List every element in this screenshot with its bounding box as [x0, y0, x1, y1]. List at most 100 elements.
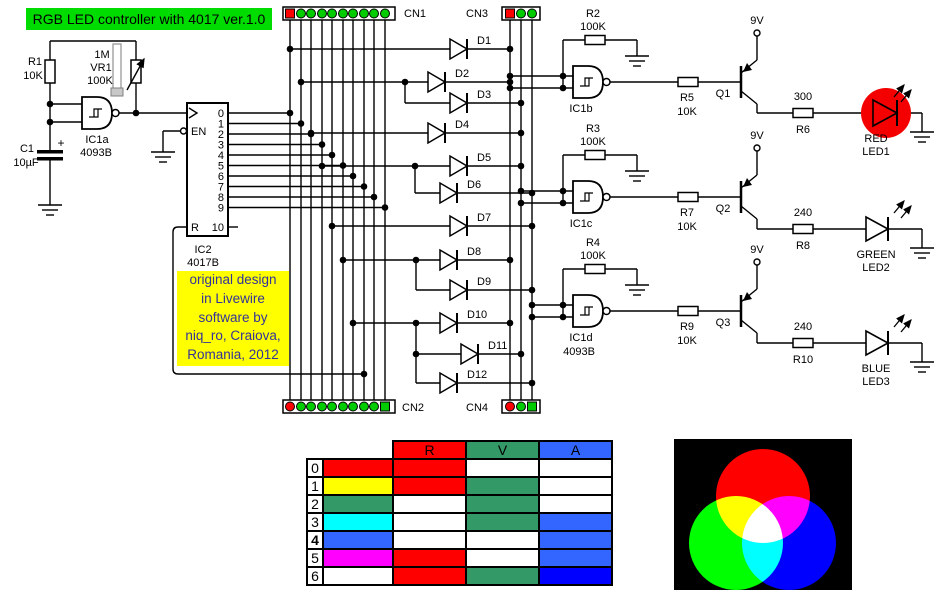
connector-pin-green-circle [369, 401, 379, 412]
label-counter-outputs-9: 9 [218, 203, 224, 215]
diode-symbol-D6 [439, 181, 459, 205]
resistor-body [130, 59, 142, 84]
channel-state-cell [465, 494, 540, 514]
connector-pin-green-circle [338, 8, 348, 19]
label-counter-pin_en: EN [191, 126, 206, 138]
vr1-wiper-arrow [126, 57, 145, 91]
label-diodes-8: D9 [477, 276, 491, 288]
label-connectors-cn4: CN4 [466, 402, 488, 414]
junction-dot [349, 319, 357, 327]
channel-state-cell [465, 512, 540, 532]
label-channels-1-base_resistor-value: 10K [677, 221, 697, 233]
channel-state-cell [538, 458, 613, 478]
capacitor-plate [37, 157, 63, 161]
pnp-arrow [743, 292, 752, 301]
channel-state-cell [465, 458, 540, 478]
diode-symbol-D7 [449, 214, 469, 238]
junction-dot [506, 78, 514, 86]
connector-pin-green-circle [369, 8, 379, 19]
schematic-title: RGB LED controller with 4017 ver.1.0 [26, 8, 272, 30]
supply-terminal [753, 258, 761, 266]
connector-pin-green-circle [359, 8, 369, 19]
label-oscillator-c1-value: 10µF [13, 157, 39, 169]
label-oscillator-vr1-value: 100K [87, 75, 113, 87]
label-oscillator-r1-value: 10K [23, 70, 43, 82]
label-oscillator-vr1-name: VR1 [90, 62, 111, 74]
label-channels-2-base_resistor-value: 10K [677, 335, 697, 347]
label-channels-0-led_color: RED [864, 133, 887, 145]
label-channels-2-base_resistor-name: R9 [680, 321, 694, 333]
label-channels-0-transistor: Q1 [716, 88, 731, 100]
schmitt-trigger-icon [580, 306, 593, 316]
label-diodes-1: D2 [455, 68, 469, 80]
channel-state-cell [538, 548, 613, 568]
connector-pin-red-circle [505, 401, 515, 412]
label-counter-part: 4017B [187, 257, 219, 269]
label-9v: 9V [750, 244, 764, 256]
label-counter-outputs-4: 4 [218, 150, 224, 162]
supply-terminal [753, 29, 761, 37]
label-channels-2-feedback-value: 100K [580, 250, 606, 262]
channel-state-cell [392, 494, 467, 514]
channel-state-cell [538, 494, 613, 514]
note-line: original design [189, 272, 277, 287]
label-diodes-9: D10 [467, 309, 487, 321]
label-counter-outputs-3: 3 [218, 140, 224, 152]
label-channels-2-gate_part: 4093B [563, 346, 595, 358]
junction-dot [506, 84, 514, 92]
gate-IC1d [572, 294, 604, 328]
channel-state-cell [392, 548, 467, 568]
label-channels-1-feedback-name: R3 [586, 123, 600, 135]
supply-terminal [753, 144, 761, 152]
result-color-swatch [322, 512, 394, 532]
enable-bubble [179, 127, 188, 135]
gate-IC1c [572, 180, 604, 214]
label-diodes-0: D1 [477, 35, 491, 47]
label-channels-2-led_resistor-name: R10 [793, 354, 813, 366]
label-diodes-4: D5 [477, 152, 491, 164]
channel-state-cell [538, 476, 613, 496]
diode-symbol-D5 [449, 154, 469, 178]
pnp-arrow [743, 63, 752, 72]
channel-state-cell [538, 566, 613, 586]
connector-pin-green-circle [317, 401, 327, 412]
connector-pin-green-circle [338, 401, 348, 412]
column-header-R: R [392, 440, 467, 460]
label-channels-0-feedback-name: R2 [586, 8, 600, 20]
diode-symbol-D1 [449, 37, 469, 61]
light-emission-arrow [893, 84, 905, 98]
junction-dot [517, 129, 525, 137]
diode-symbol-D9 [449, 278, 469, 302]
label-channels-1-led_name: LED2 [862, 262, 890, 274]
note-line: in Livewire [201, 290, 265, 306]
label-channels-2-gate: IC1d [569, 332, 592, 344]
label-channels-1-led_resistor-value: 240 [794, 207, 812, 219]
connector-pin-green-circle [327, 401, 337, 412]
result-color-swatch [322, 530, 394, 550]
result-color-swatch [322, 494, 394, 514]
label-oscillator-vr1-max: 1M [94, 49, 109, 61]
connector-pin-green-square [527, 401, 537, 412]
label-oscillator-r1-name: R1 [28, 56, 42, 68]
resistor-body [677, 76, 699, 88]
diode-symbol-D3 [449, 91, 469, 115]
junction-dot [286, 45, 294, 53]
inverter-bubble [111, 108, 120, 118]
label-9v: 9V [750, 130, 764, 142]
label-oscillator-ic1a-name: IC1a [85, 134, 109, 146]
result-color-swatch [322, 458, 394, 478]
result-color-swatch [322, 566, 394, 586]
junction-dot [506, 45, 514, 53]
junction-dot [517, 350, 525, 358]
channel-state-cell [392, 512, 467, 532]
connector-pin-red-circle [285, 401, 295, 412]
schmitt-trigger-icon [580, 77, 593, 87]
label-counter-outputs-6: 6 [218, 171, 224, 183]
connector-pin-red-square [505, 8, 515, 19]
connector-pin-green-circle [317, 8, 327, 19]
connector-pin-green-circle [359, 401, 369, 412]
junction-dot [506, 256, 514, 264]
vr1-slider-track [112, 43, 122, 92]
schmitt-trigger-icon [89, 108, 102, 118]
